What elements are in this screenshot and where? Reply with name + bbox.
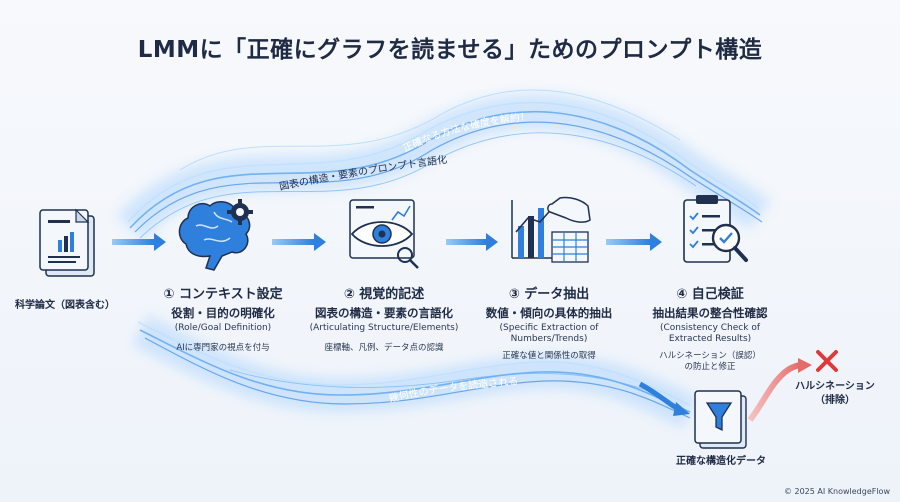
eye-chart-icon — [349, 199, 419, 269]
document-chart-icon — [39, 208, 95, 277]
arrow-3 — [446, 239, 486, 245]
hand-chart-icon — [511, 196, 591, 263]
step-4-title: ④ 自己検証 — [676, 287, 744, 302]
step-2-title: ② 視覚的記述 — [343, 287, 425, 302]
bottom-wave-band — [132, 314, 697, 428]
step-3-note: 正確な値と関係性の取得 — [502, 351, 596, 361]
top-wave-band — [116, 89, 771, 241]
step-3-title: ③ データ抽出 — [508, 287, 590, 302]
clipboard-magnifier-icon — [683, 195, 748, 263]
step-1-en: (Role/Goal Definition) — [174, 323, 272, 333]
step-4: ④ 自己検証 抽出結果の整合性確認 (Consistency Check of … — [632, 283, 788, 373]
arrow-2 — [272, 239, 314, 245]
output-label: 正確な構造化データ — [676, 456, 766, 467]
page-title: LMMに「正確にグラフを読ませる」ためのプロンプト構造 — [137, 37, 763, 63]
step-2-en: (Articulating Structure/Elements) — [309, 323, 459, 333]
step-4-note: ハルシネーション（誤認）の防止と修正 — [659, 351, 761, 372]
step-1: ① コンテキスト設定 役割・目的の明確化 (Role/Goal Definiti… — [148, 283, 298, 354]
step-4-sub: 抽出結果の整合性確認 — [652, 306, 768, 320]
step-4-en: (Consistency Check of Extracted Results) — [659, 323, 760, 344]
reject-arrow — [747, 362, 801, 422]
step-2: ② 視覚的記述 図表の構造・要素の言語化 (Articulating Struc… — [306, 283, 462, 354]
brain-gear-icon — [178, 199, 253, 271]
step-3-sub: 数値・傾向の具体的抽出 — [485, 306, 613, 320]
step-3: ③ データ抽出 数値・傾向の具体的抽出 (Specific Extraction… — [474, 283, 624, 362]
step-2-note: 座標軸、凡例、データ点の認識 — [324, 343, 444, 353]
input-label: 科学論文（図表含む） — [15, 300, 115, 311]
step-3-en: (Specific Extraction of Numbers/Trends) — [499, 323, 599, 344]
arrow-4 — [606, 239, 650, 245]
red-x-icon — [816, 350, 838, 372]
rejected-label: ハルシネーション（排除） — [795, 381, 875, 406]
flow-arrows — [112, 233, 812, 422]
step-1-sub: 役割・目的の明確化 — [171, 306, 275, 320]
arrow-1 — [112, 239, 154, 245]
step-2-sub: 図表の構造・要素の言語化 — [315, 306, 453, 320]
funnel-document-icon — [694, 390, 747, 449]
copyright: © 2025 AI KnowledgeFlow — [783, 487, 890, 496]
step-1-note: AIに専門家の視点を付与 — [176, 343, 270, 353]
step-1-title: ① コンテキスト設定 — [163, 287, 283, 302]
